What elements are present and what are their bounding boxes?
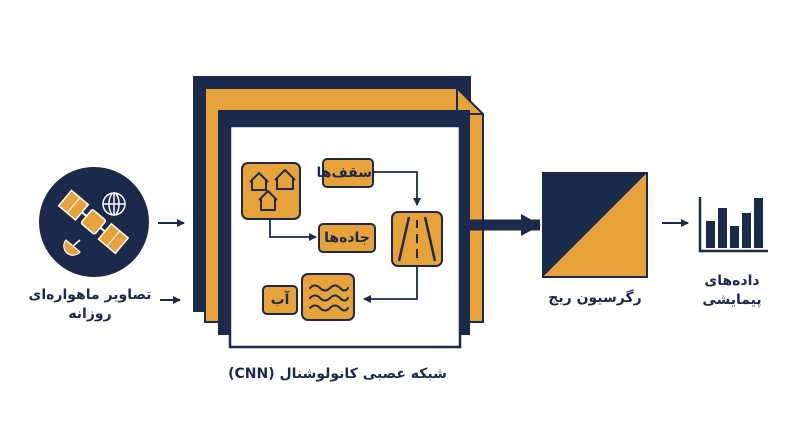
feature-tag-roads: جاده‌ها [318, 223, 376, 253]
input-label-line2: روزانه [68, 306, 112, 322]
output-label-line1: داده‌های [704, 273, 760, 289]
feature-tag-water: آب [262, 285, 298, 315]
road-icon [391, 211, 443, 267]
houses-icon [241, 162, 301, 220]
bar-chart-icon [698, 197, 768, 253]
water-waves-icon [301, 273, 355, 321]
input-label: تصاویر ماهواره‌ای روزانه [20, 286, 160, 324]
split-square-icon [542, 172, 648, 278]
arrow-road-to-water [363, 266, 418, 303]
output-label-line2: پیمایشی [702, 292, 762, 308]
input-label-line1: تصاویر ماهواره‌ای [28, 287, 152, 303]
cnn-layer-stack [193, 76, 484, 349]
arrow-roofs-to-road [372, 171, 421, 206]
satellite-icon [39, 167, 149, 277]
regression-label: رگرسیون ریج [548, 290, 642, 306]
feature-tag-roofs: سقف‌ها [317, 158, 374, 188]
output-label: داده‌های پیمایشی [682, 272, 782, 310]
cnn-label: شبکه عصبی کانولوشنال (CNN) [228, 366, 447, 382]
arrow-houses-to-roads [269, 219, 317, 241]
